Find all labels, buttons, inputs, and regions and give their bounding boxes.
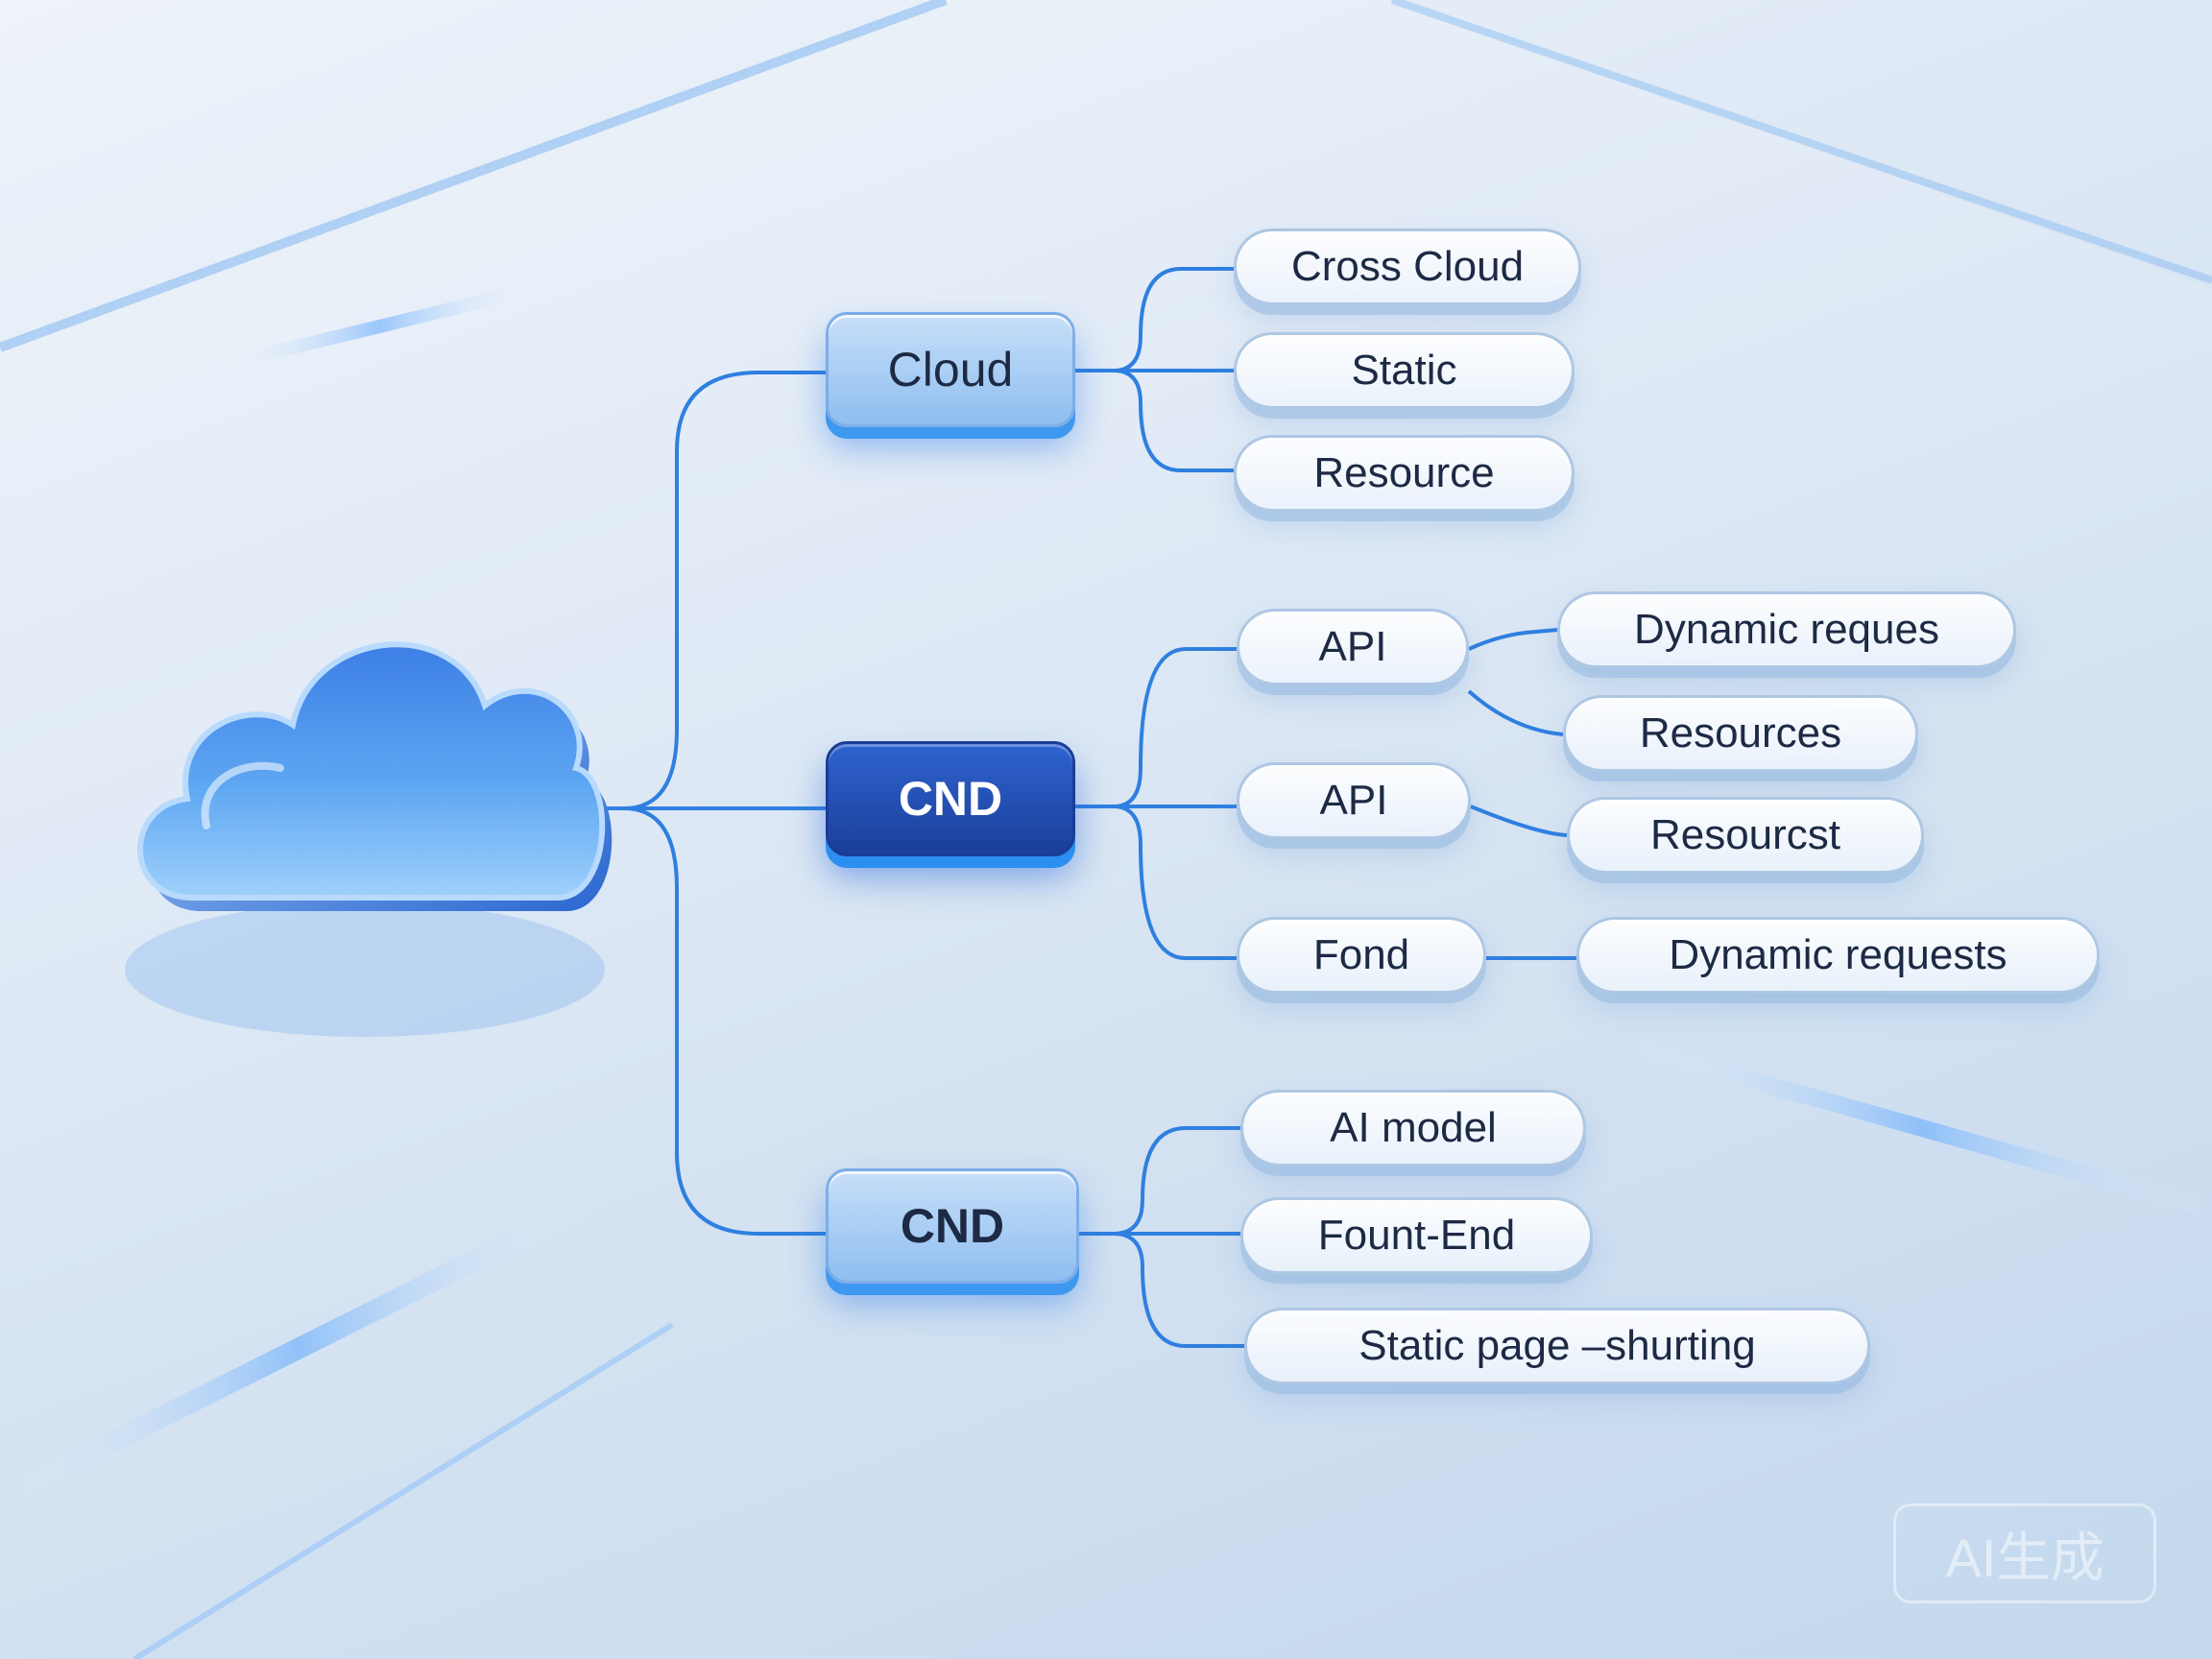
ai-generated-watermark: AI生成 [1893,1503,2156,1603]
node-static-page: Static page –shurting [1244,1308,1870,1384]
node-fond: Fond [1237,917,1486,994]
node-cnd-primary: CND [826,741,1075,856]
node-api-2: API [1237,762,1471,839]
node-cloud: Cloud [826,312,1075,427]
node-resources: Resources [1563,695,1918,772]
node-resource: Resource [1234,435,1575,512]
node-fount-end: Fount-End [1240,1197,1593,1274]
node-dynamic-reques: Dynamic reques [1557,591,2016,668]
node-resourcst: Resourcst [1567,797,1924,874]
connectors [581,267,1576,1348]
node-dynamic-requests: Dynamic requests [1576,917,2100,994]
node-ai-model: AI model [1240,1090,1586,1166]
node-cnd-secondary: CND [826,1168,1079,1284]
node-static: Static [1234,332,1575,409]
node-api-1: API [1237,609,1469,685]
cloud-icon [125,641,613,1037]
node-cross-cloud: Cross Cloud [1234,228,1581,305]
